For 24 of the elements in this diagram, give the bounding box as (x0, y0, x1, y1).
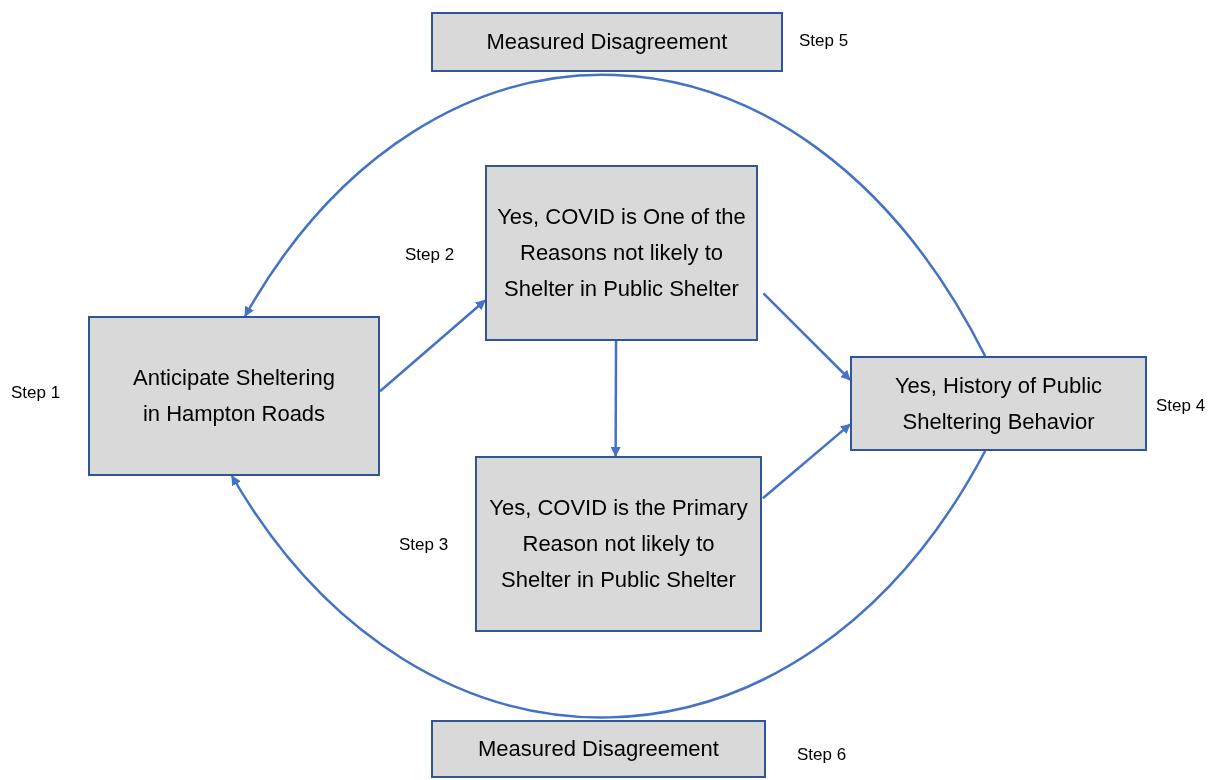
box-text: Yes, COVID is One of the Reasons not likely to Shelter in Public Shelter (497, 203, 746, 303)
process-box (431, 720, 766, 778)
box-text: Measured Disagreement (486, 28, 728, 56)
arrow (244, 74, 987, 357)
process-box (485, 165, 758, 341)
step-label: Step 3 (399, 534, 449, 556)
box-text: Measured Disagreement (478, 735, 719, 763)
process-box (850, 356, 1147, 451)
step-label: Step 1 (11, 382, 61, 404)
arrow (762, 292, 851, 381)
arrow (762, 423, 851, 500)
step-label: Step 2 (405, 244, 455, 266)
process-box (88, 316, 380, 476)
arrow (610, 341, 621, 457)
arrow (379, 299, 486, 393)
box-text: Yes, COVID is the Primary Reason not likely to Shelter in Public Shelter (488, 494, 749, 594)
step-label: Step 4 (1156, 395, 1206, 417)
process-box (475, 456, 762, 632)
step-label: Step 6 (797, 744, 847, 766)
process-box (431, 12, 783, 72)
arrow (230, 450, 987, 719)
box-text: Anticipate Sheltering in Hampton Roads (132, 364, 336, 428)
box-text: Yes, History of Public Sheltering Behavior (893, 371, 1104, 436)
step-label: Step 5 (799, 30, 849, 52)
